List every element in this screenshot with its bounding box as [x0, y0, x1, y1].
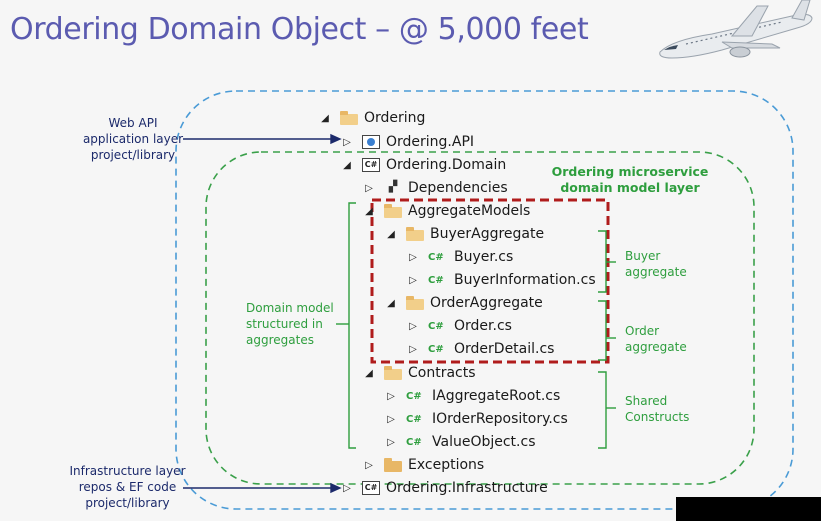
csharp-file-icon: C# [428, 274, 444, 286]
collapsed-triangle-icon[interactable]: ▷ [409, 274, 417, 286]
csharp-project-icon: C# [362, 158, 380, 172]
tree-label: OrderAggregate [430, 295, 543, 311]
tree-item-contracts[interactable]: ◢ Contracts [362, 362, 476, 384]
csharp-file-icon: C# [428, 343, 444, 355]
expanded-triangle-icon[interactable]: ◢ [321, 112, 329, 124]
tree-item-buyer-cs[interactable]: ▷ C# Buyer.cs [406, 246, 513, 268]
expanded-triangle-icon[interactable]: ◢ [387, 228, 395, 240]
collapsed-triangle-icon[interactable]: ▷ [409, 320, 417, 332]
collapsed-triangle-icon[interactable]: ▷ [387, 390, 395, 402]
tree-label: BuyerAggregate [430, 226, 545, 242]
domain-model-bracket [348, 202, 356, 449]
tree-label: IAggregateRoot.cs [432, 388, 561, 404]
tree-item-exceptions[interactable]: ▷ Exceptions [362, 454, 484, 476]
collapsed-triangle-icon[interactable]: ▷ [387, 413, 395, 425]
collapsed-triangle-icon[interactable]: ▷ [343, 482, 351, 494]
collapsed-triangle-icon[interactable]: ▷ [387, 436, 395, 448]
collapsed-triangle-icon[interactable]: ▷ [365, 459, 373, 471]
tree-label: Dependencies [408, 180, 508, 196]
airplane-icon [659, 0, 813, 59]
collapsed-triangle-icon[interactable]: ▷ [409, 343, 417, 355]
aggregate-models-box [370, 198, 610, 364]
tree-item-aggregate-models[interactable]: ◢ AggregateModels [362, 200, 530, 222]
csharp-file-icon: C# [428, 251, 444, 263]
collapsed-triangle-icon[interactable]: ▷ [343, 136, 351, 148]
domain-layer-boundary [205, 151, 755, 485]
collapsed-triangle-icon[interactable]: ▷ [409, 251, 417, 263]
tree-item-buyer-aggregate[interactable]: ◢ BuyerAggregate [384, 223, 544, 245]
tree-item-order-cs[interactable]: ▷ C# Order.cs [406, 315, 512, 337]
tree-label: Contracts [408, 365, 476, 381]
domain-model-label: Domain model structured in aggregates [246, 301, 334, 347]
expanded-triangle-icon[interactable]: ◢ [365, 367, 373, 379]
csharp-file-icon: C# [406, 413, 422, 425]
tree-label: ValueObject.cs [432, 434, 536, 450]
expanded-triangle-icon[interactable]: ◢ [387, 297, 395, 309]
tree-item-ordering-api[interactable]: ▷ Ordering.API [340, 131, 474, 153]
tree-label: BuyerInformation.cs [454, 272, 596, 288]
folder-icon [384, 457, 402, 472]
tree-label: Ordering.Infrastructure [386, 480, 548, 496]
web-api-label: Web API application layer project/librar… [82, 116, 184, 162]
tree-label: Ordering.API [386, 134, 475, 150]
web-api-arrowhead [330, 133, 342, 145]
tree-label: Ordering [364, 110, 426, 126]
page-title: Ordering Domain Object – @ 5,000 feet [10, 12, 589, 47]
expanded-triangle-icon[interactable]: ◢ [365, 205, 373, 217]
tree-item-value-object-cs[interactable]: ▷ C# ValueObject.cs [384, 431, 535, 453]
tree-item-ordering[interactable]: ◢ Ordering [318, 107, 425, 129]
tree-item-iaggregate-root-cs[interactable]: ▷ C# IAggregateRoot.cs [384, 385, 560, 407]
csharp-file-icon: C# [406, 390, 422, 402]
csharp-file-icon: C# [428, 320, 444, 332]
csharp-file-icon: C# [406, 436, 422, 448]
shared-constructs-label: Shared Constructs [625, 394, 690, 424]
tree-item-dependencies[interactable]: ▷ ▞ Dependencies [362, 177, 508, 199]
folder-icon [406, 295, 424, 310]
microservice-layer-label: Ordering microservice domain model layer [551, 164, 709, 195]
infrastructure-label: Infrastructure layer repos & EF code pro… [69, 464, 186, 510]
black-overlay [676, 497, 821, 521]
infrastructure-arrowhead [330, 482, 342, 494]
order-bracket [598, 300, 607, 361]
tree-label: Ordering.Domain [386, 157, 507, 173]
tree-label: Exceptions [408, 457, 485, 473]
web-project-icon [362, 135, 380, 149]
dependencies-icon: ▞ [388, 180, 398, 193]
expanded-triangle-icon[interactable]: ◢ [343, 159, 351, 171]
folder-icon [406, 226, 424, 241]
buyer-aggregate-label: Buyer aggregate [625, 249, 687, 279]
tree-item-ordering-domain[interactable]: ◢ C# Ordering.Domain [340, 154, 506, 176]
buyer-bracket [598, 230, 607, 293]
folder-icon [340, 110, 358, 125]
tree-item-ordering-infrastructure[interactable]: ▷ C# Ordering.Infrastructure [340, 477, 548, 499]
folder-icon [384, 365, 402, 380]
tree-label: Order.cs [454, 318, 512, 334]
collapsed-triangle-icon[interactable]: ▷ [365, 182, 373, 194]
tree-item-order-aggregate[interactable]: ◢ OrderAggregate [384, 292, 543, 314]
tree-item-order-detail-cs[interactable]: ▷ C# OrderDetail.cs [406, 338, 554, 360]
csharp-project-icon: C# [362, 481, 380, 495]
tree-item-iorder-repository-cs[interactable]: ▷ C# IOrderRepository.cs [384, 408, 568, 430]
folder-icon [384, 203, 402, 218]
tree-label: OrderDetail.cs [454, 341, 555, 357]
tree-label: AggregateModels [408, 203, 531, 219]
tree-label: IOrderRepository.cs [432, 411, 568, 427]
tree-label: Buyer.cs [454, 249, 514, 265]
shared-bracket [598, 371, 607, 449]
tree-item-buyer-information-cs[interactable]: ▷ C# BuyerInformation.cs [406, 269, 596, 291]
order-aggregate-label: Order aggregate [625, 324, 687, 354]
